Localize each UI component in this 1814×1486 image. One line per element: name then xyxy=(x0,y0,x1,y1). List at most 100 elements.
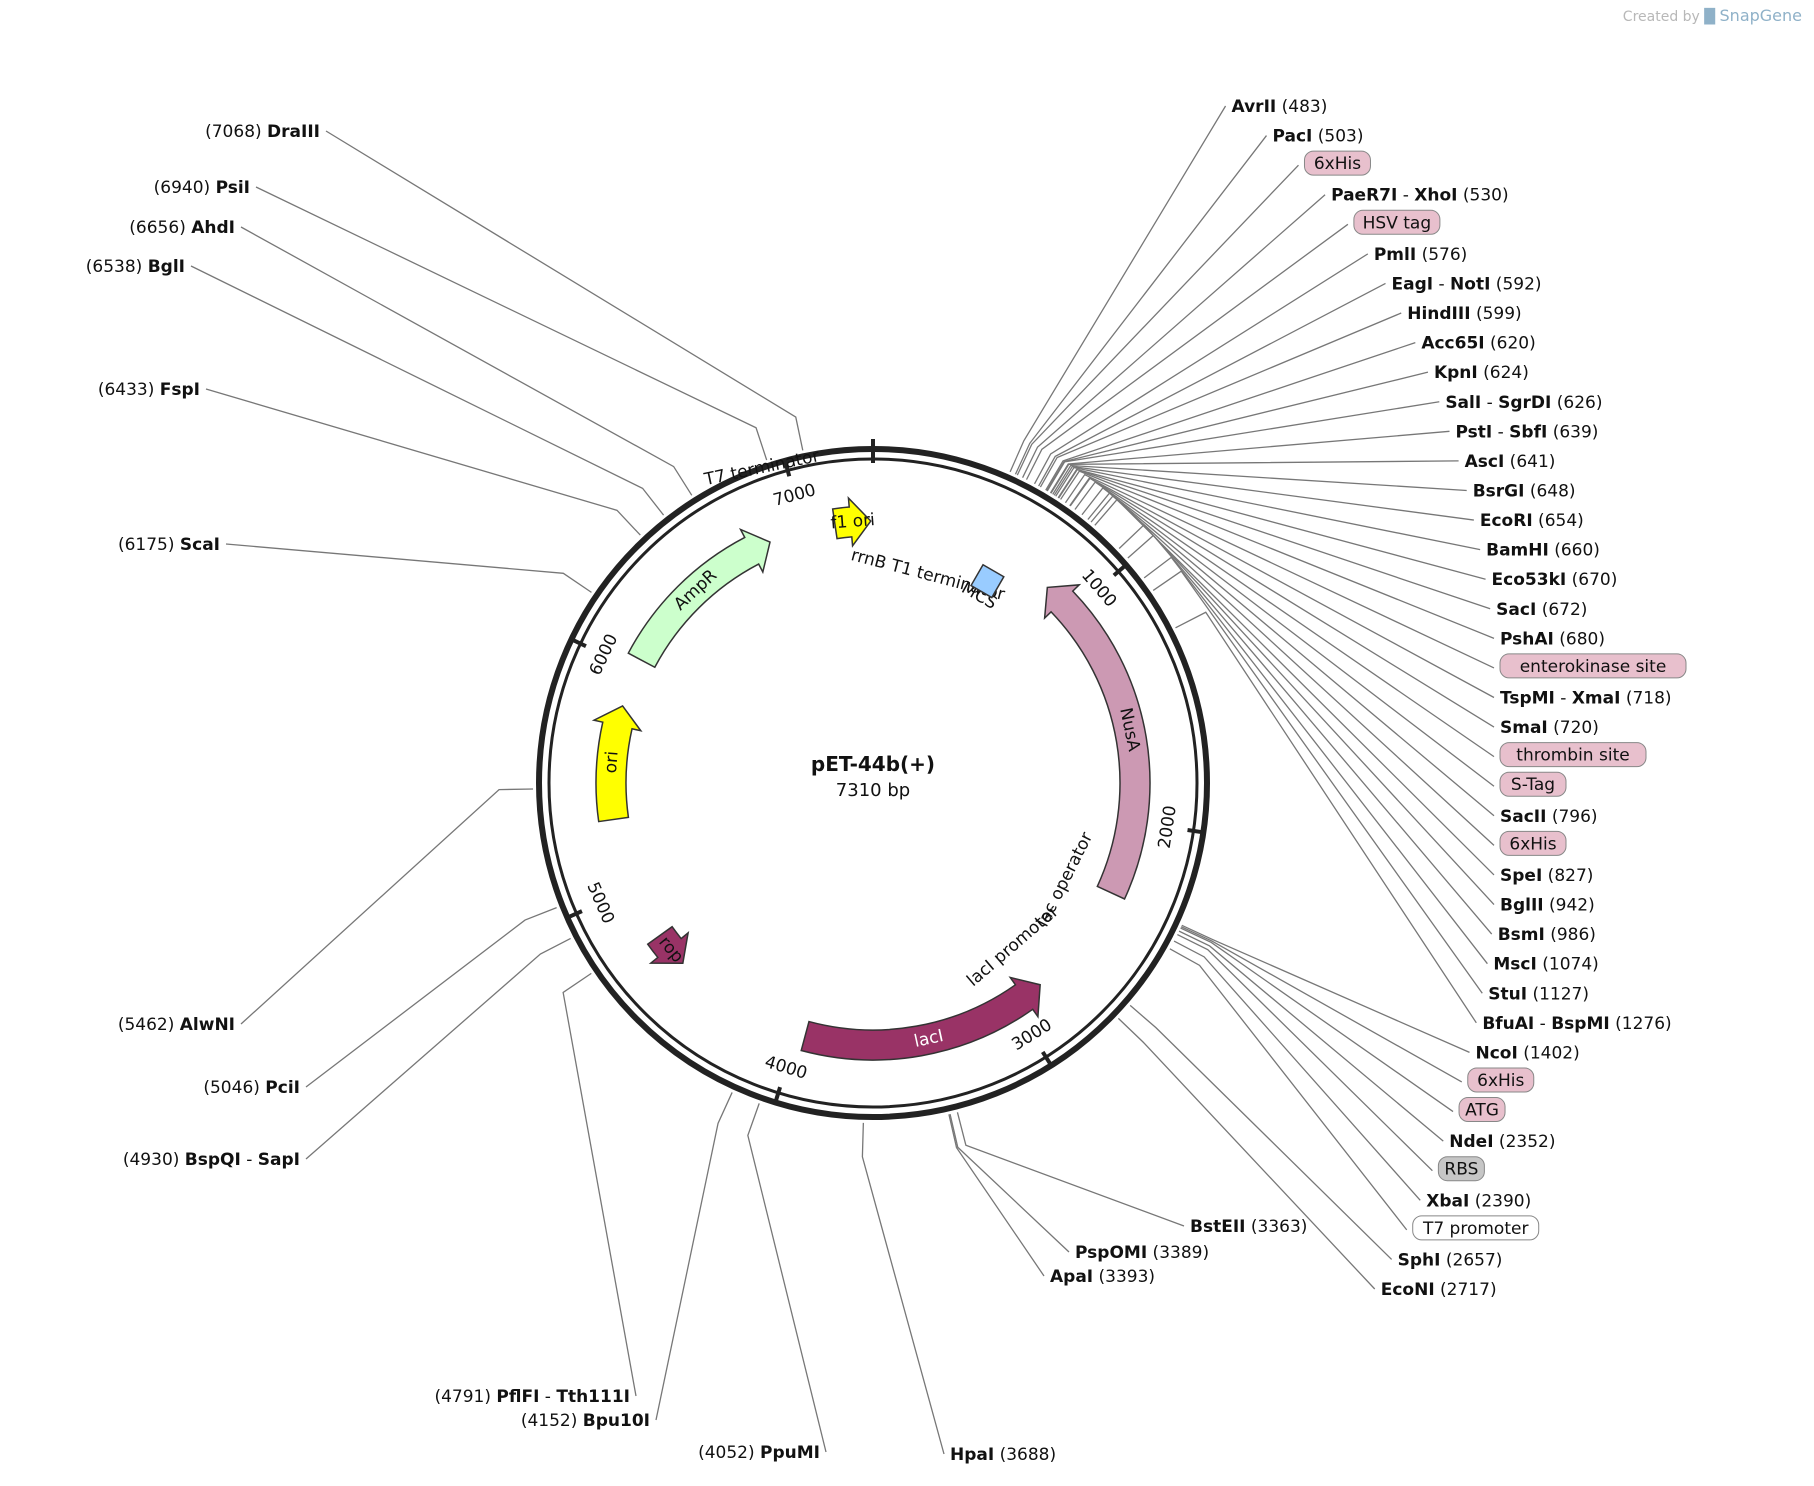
plasmid-size: 7310 bp xyxy=(836,780,910,801)
restriction-site-label: BglII (942) xyxy=(1500,896,1595,916)
site-leader-line xyxy=(305,906,557,1088)
tick-mark xyxy=(1041,1050,1052,1065)
site-leader-line xyxy=(1180,926,1463,1083)
site-leader-line xyxy=(1127,534,1493,935)
site-leader-line xyxy=(949,1114,1070,1253)
feature-tag-label: thrombin site xyxy=(1516,746,1629,766)
feature-label: ori xyxy=(601,750,623,774)
feature-tag-label: RBS xyxy=(1444,1160,1478,1180)
restriction-site-label: NcoI (1402) xyxy=(1475,1043,1579,1063)
feature-tag xyxy=(1353,209,1441,235)
restriction-site-label: Eco53kI (670) xyxy=(1492,570,1618,590)
feature-arrow-ampr xyxy=(627,527,771,669)
restriction-site-label: (4052) PpuMI xyxy=(698,1443,820,1463)
site-leader-line xyxy=(1022,194,1326,478)
restriction-site-label: AscI (641) xyxy=(1465,452,1556,472)
site-leader-line xyxy=(1045,341,1416,491)
restriction-site-label: PstI - SbfI (639) xyxy=(1455,422,1598,442)
site-leader-line xyxy=(1175,611,1477,1024)
tick-label: 5000 xyxy=(582,879,618,927)
restriction-site-label: (4152) Bpu10I xyxy=(521,1411,650,1431)
feature-tag xyxy=(1458,1097,1506,1123)
tick-mark xyxy=(572,638,587,648)
restriction-site-label: AvrII (483) xyxy=(1232,97,1328,117)
restriction-site-label: PspOMI (3389) xyxy=(1075,1243,1209,1263)
restriction-site-label: XbaI (2390) xyxy=(1426,1191,1531,1211)
site-leader-line xyxy=(1118,524,1495,905)
site-leader-line xyxy=(1053,465,1474,521)
feature-label: f1 ori xyxy=(830,510,876,533)
restriction-site-label: BsmI (986) xyxy=(1498,925,1596,945)
site-leader-line xyxy=(305,937,571,1160)
site-leader-line xyxy=(1181,924,1470,1053)
feature-tag xyxy=(1303,150,1371,176)
restriction-site-label: BamHI (660) xyxy=(1486,541,1600,561)
tick-label: 6000 xyxy=(586,631,623,679)
restriction-site-label: (4791) PflFI - Tth111I xyxy=(434,1387,630,1407)
restriction-site-label: PmlI (576) xyxy=(1374,245,1467,265)
site-leader-line xyxy=(1090,495,1495,846)
feature-tag xyxy=(1467,1067,1535,1093)
restriction-site-label: SalI - SgrDI (626) xyxy=(1445,393,1602,413)
feature-tag xyxy=(1499,830,1567,856)
feature-tag-label: enterokinase site xyxy=(1520,657,1667,677)
site-leader-line xyxy=(1074,481,1495,758)
restriction-site-label: SacII (796) xyxy=(1500,807,1598,827)
site-leader-line xyxy=(325,130,804,451)
restriction-site-label: Acc65I (620) xyxy=(1421,334,1535,354)
mcs-box xyxy=(969,563,1005,599)
site-leader-line xyxy=(1081,487,1495,787)
snapgene-credit: Created by █ SnapGene xyxy=(1623,6,1802,25)
site-leader-line xyxy=(190,265,665,516)
site-leader-line xyxy=(1016,164,1299,476)
feature-tag xyxy=(1499,653,1687,679)
restriction-site-label: SacI (672) xyxy=(1496,600,1587,620)
site-leader-line xyxy=(1180,927,1454,1113)
restriction-site-label: (5462) AlwNI xyxy=(118,1015,235,1035)
restriction-site-label: (6433) FspI xyxy=(98,380,200,400)
restriction-site-label: StuI (1127) xyxy=(1488,984,1589,1004)
restriction-site-label: HindIII (599) xyxy=(1407,304,1521,324)
restriction-site-label: (5046) PciI xyxy=(203,1078,300,1098)
feature-tag-label: 6xHis xyxy=(1509,834,1556,854)
site-leader-line xyxy=(1039,312,1402,488)
restriction-site-label: MscI (1074) xyxy=(1493,955,1598,975)
site-leader-line xyxy=(1009,105,1227,473)
restriction-site-label: ApaI (3393) xyxy=(1050,1267,1155,1287)
restriction-site-label: EcoRI (654) xyxy=(1480,511,1584,531)
site-leader-line xyxy=(1169,948,1408,1231)
feature-arrow-f1-ori xyxy=(831,496,872,548)
feature-arrow-ori xyxy=(591,704,643,823)
site-leader-line xyxy=(1152,570,1483,994)
restriction-site-label: BstEII (3363) xyxy=(1190,1217,1307,1237)
site-leader-line xyxy=(205,388,641,536)
site-leader-line xyxy=(1143,556,1488,965)
tick-mark xyxy=(774,1086,782,1102)
restriction-site-label: BfuAI - BspMI (1276) xyxy=(1482,1014,1671,1034)
tick-mark xyxy=(1187,827,1202,835)
site-leader-line xyxy=(747,1103,827,1453)
tick-label: 2000 xyxy=(1155,804,1181,850)
site-leader-line xyxy=(225,543,592,593)
site-leader-line xyxy=(1055,466,1481,551)
restriction-site-label: (6538) BglI xyxy=(86,257,185,277)
tick-mark xyxy=(568,909,583,919)
site-leader-line xyxy=(1177,933,1433,1172)
site-leader-line xyxy=(1178,930,1444,1142)
feature-tag xyxy=(1499,742,1647,768)
restriction-site-label: EagI - NotI (592) xyxy=(1392,274,1542,294)
tick-label: 4000 xyxy=(762,1052,809,1084)
restriction-site-label: (6175) ScaI xyxy=(118,535,220,555)
site-leader-line xyxy=(1173,940,1421,1201)
site-leader-line xyxy=(255,186,768,461)
restriction-site-label: HpaI (3688) xyxy=(950,1445,1056,1465)
restriction-site-label: TspMI - XmaI (718) xyxy=(1500,689,1672,709)
feature-tag-label: HSV tag xyxy=(1363,213,1431,233)
site-leader-line xyxy=(861,1122,945,1455)
site-leader-line xyxy=(1064,473,1495,669)
site-leader-line xyxy=(1069,477,1495,728)
feature-tag-label: T7 promoter xyxy=(1422,1219,1529,1239)
feature-tag xyxy=(1437,1156,1485,1182)
plasmid-name: pET-44b(+) xyxy=(811,752,935,776)
restriction-site-label: EcoNI (2717) xyxy=(1381,1280,1497,1300)
